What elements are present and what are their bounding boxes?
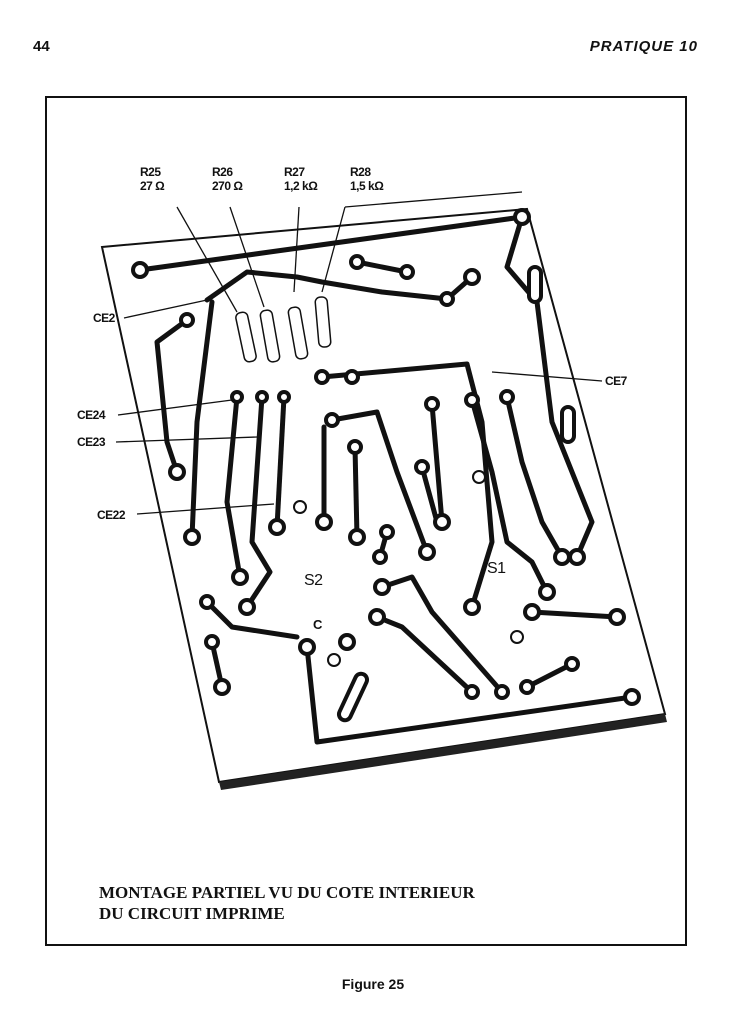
page-number: 44	[33, 38, 50, 55]
resistors	[235, 296, 332, 363]
label-c: C	[313, 617, 322, 632]
label-ce7: CE7	[605, 374, 627, 388]
section-title: PRATIQUE 10	[589, 38, 698, 55]
figure-caption: MONTAGE PARTIEL VU DU COTE INTERIEUR DU …	[99, 883, 475, 923]
pcb-pads	[131, 208, 641, 723]
figure-label: Figure 25	[341, 976, 405, 992]
label-ce2: CE2	[93, 311, 115, 325]
label-ce23: CE23	[77, 435, 106, 449]
pcb-diagram	[100, 191, 667, 790]
label-s1: S1	[487, 560, 506, 577]
label-ce24: CE24	[77, 408, 106, 422]
leader-lines	[115, 191, 603, 515]
label-s2: S2	[304, 572, 323, 589]
label-ce22: CE22	[97, 508, 126, 522]
